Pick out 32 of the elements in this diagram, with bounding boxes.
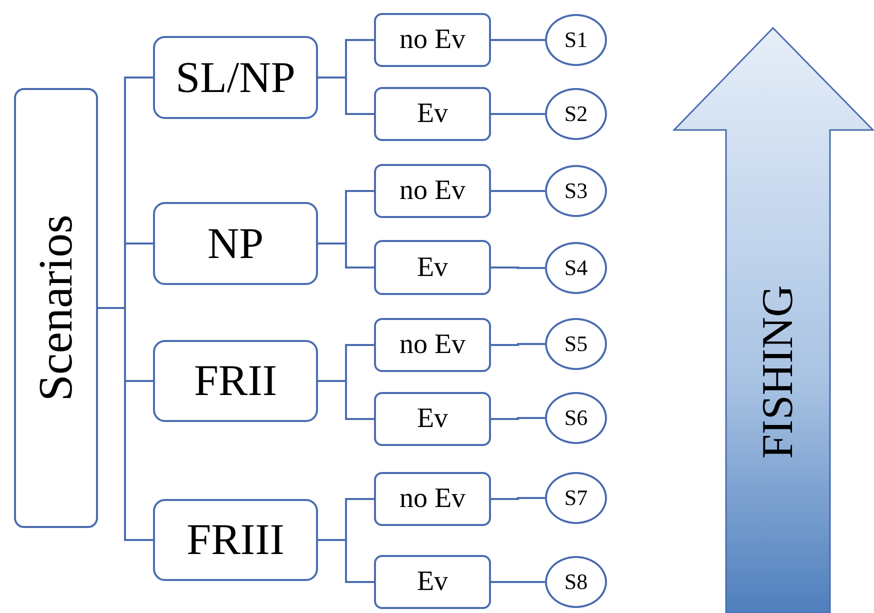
option-box: no Ev [374,13,491,67]
scenario-circle: S2 [545,88,607,140]
connector-line [491,343,545,346]
connector-line [491,113,545,115]
connector-line [491,266,545,269]
scenario-circle: S5 [545,318,607,370]
scenario-circle: S3 [545,165,607,217]
connector-line [98,307,153,541]
connector-line [491,190,545,192]
connector-line [491,497,545,500]
scenario-box: Scenarios [14,88,98,528]
option-box: Ev [374,392,491,446]
option-box: no Ev [374,164,491,218]
category-box: FRII [153,340,318,422]
option-box: Ev [374,87,491,141]
option-box: Ev [374,240,491,295]
option-box: no Ev [374,318,491,372]
scenario-circle: S8 [545,556,607,608]
arrow-label: FISHING [756,284,800,458]
connector-line [318,242,374,268]
connector-line [491,39,545,41]
scenario-circle: S4 [545,242,607,294]
option-box: no Ev [374,472,491,526]
connector-line [491,581,545,583]
scenario-circle: S1 [545,14,607,66]
scenario-circle: S7 [545,472,607,524]
option-box: Ev [374,555,491,609]
scenario-circle: S6 [545,392,607,444]
connector-line [491,417,545,420]
category-box: NP [153,202,318,285]
category-box: FRIII [153,499,318,581]
category-box: SL/NP [153,36,318,119]
